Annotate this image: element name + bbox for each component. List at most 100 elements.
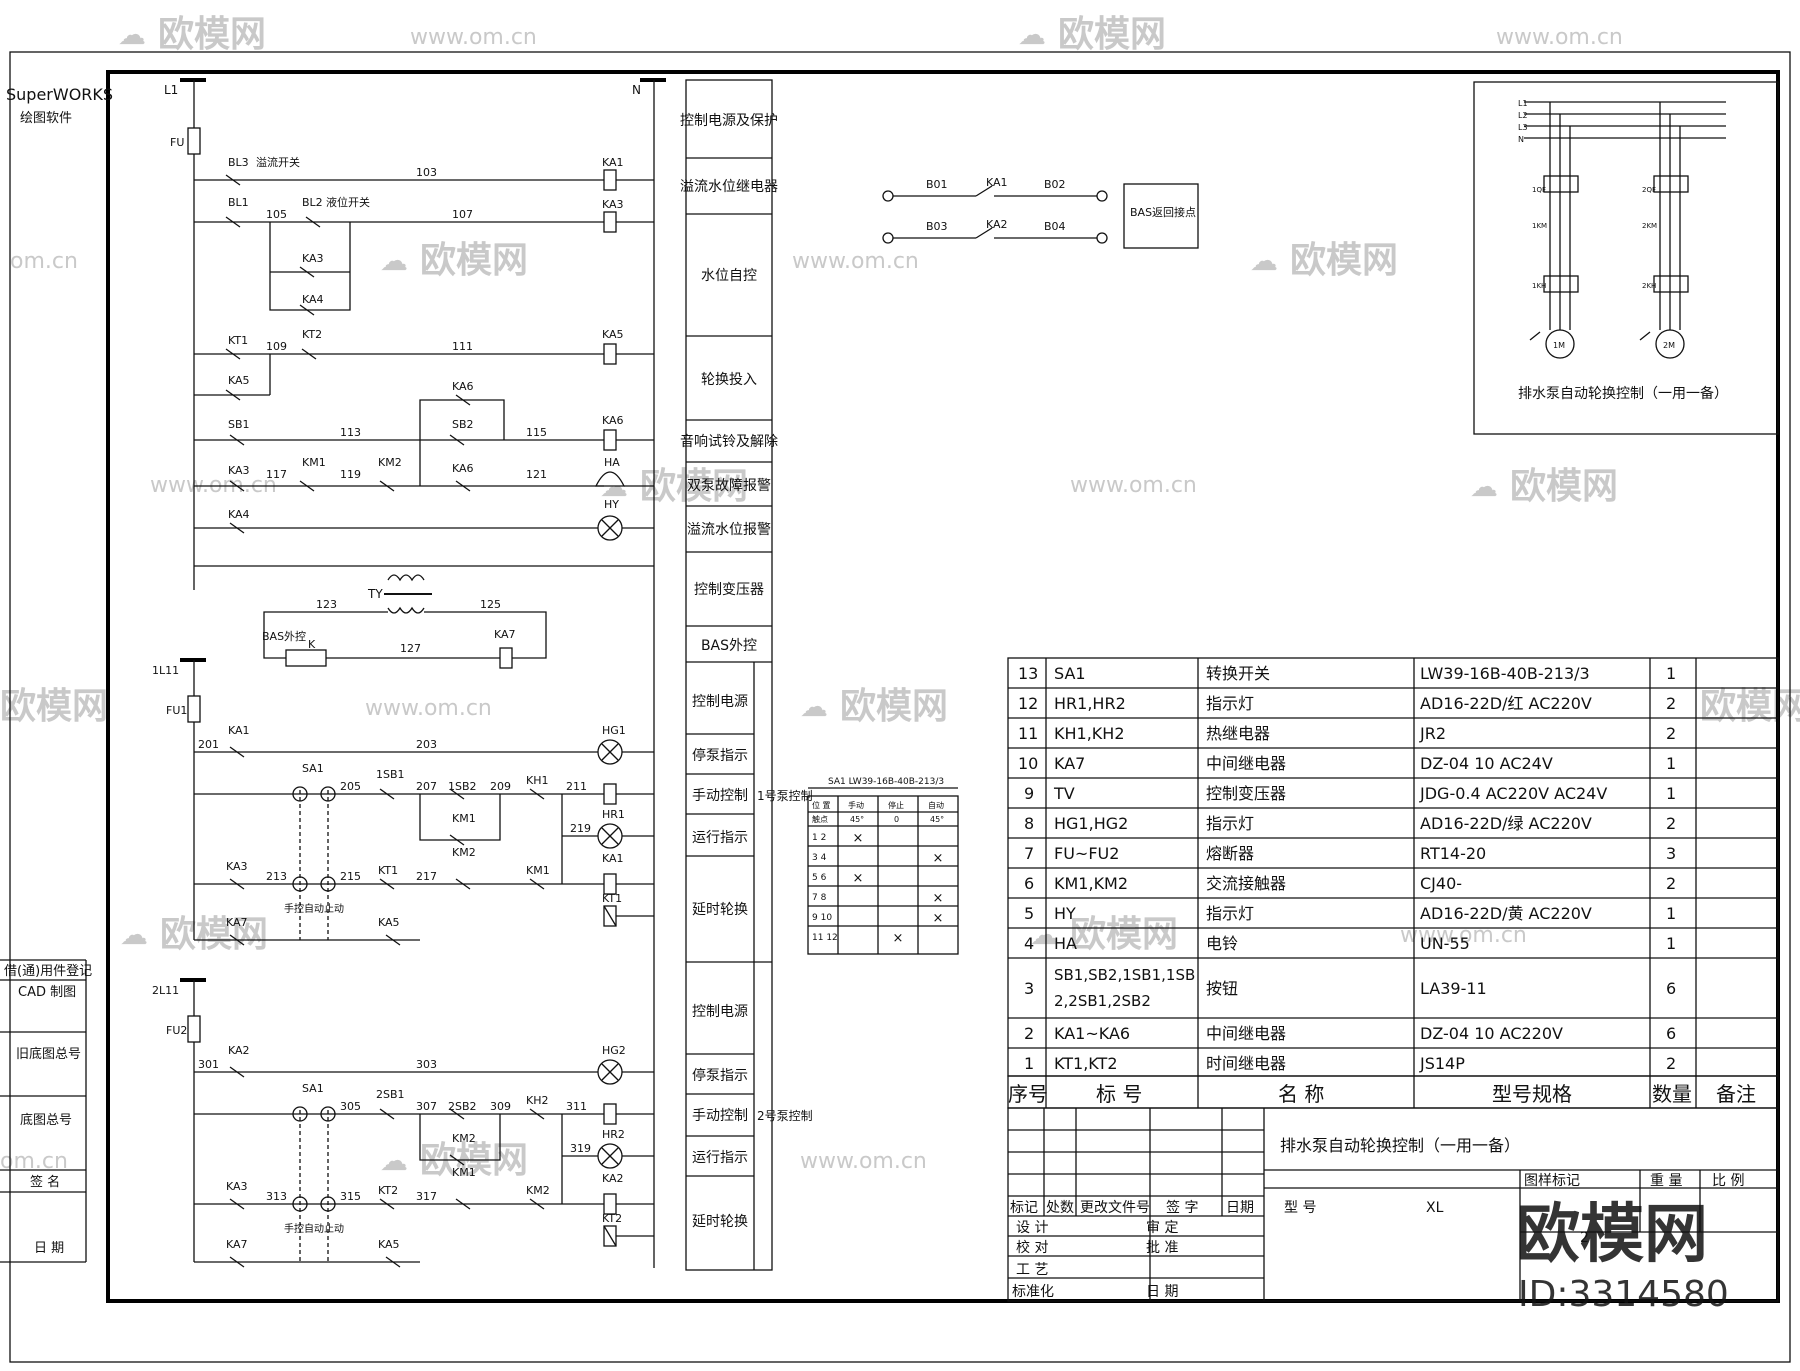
comp-kt2: KT2 [302,328,322,341]
comp-ka5-coil: KA5 [602,328,624,341]
wire-219: 219 [570,822,591,835]
sw-h1-pos: 位 置 [812,800,831,810]
bom-name: 中间继电器 [1206,1024,1286,1043]
p1-kh1: KH1 [526,774,548,787]
outer-border [9,51,1791,1363]
watermark-large: 欧模网 ID:3314580 [1516,1198,1729,1315]
sw-row-contact: 7 8 [812,893,827,903]
p2-hand-auto-note: 手控自动止动 [284,1222,344,1235]
drawing-title: 排水泵自动轮换控制（一用一备） [1280,1136,1520,1155]
bom-name: 熔断器 [1206,844,1254,863]
wire-303: 303 [416,1058,437,1071]
bom-model: JS14P [1419,1054,1465,1073]
p2-km2-aux: KM2 [452,1132,476,1145]
p1-km1: KM1 [526,864,550,877]
bom-qty: 2 [1666,694,1676,713]
p1-kt1-coil: KT1 [602,892,622,905]
p1-ka3: KA3 [226,860,248,873]
bom-no: 10 [1018,754,1038,773]
watermark-brand: 欧模网 [1070,914,1178,955]
bom-model: DZ-04 10 AC220V [1420,1024,1563,1043]
margin-field-5: 签 名 [30,1174,60,1190]
bom-model: AD16-22D/绿 AC220V [1420,814,1592,833]
bom-tag-line2: 2,2SB1,2SB2 [1054,992,1151,1010]
bas-contact-diagram: B01 B02 B03 B04 KA1 KA2 BAS返回接点 [882,176,1199,249]
watermark-brand: 欧模网 [1700,686,1800,727]
software-subtitle: 绘图软件 [20,111,72,126]
bom-name: 转换开关 [1206,664,1270,683]
mc-1kh: 1KH [1532,282,1546,290]
wire-213: 213 [266,870,287,883]
header-weight: 重 量 [1650,1173,1682,1189]
watermark-id: ID:3314580 [1518,1274,1729,1315]
sw-h1-manual: 手动 [848,800,864,810]
fuse-fu2-label: FU2 [166,1024,187,1037]
switch-table-title: SA1 LW39-16B-40B-213/3 [828,777,944,787]
function-column: 控制电源及保护 溢流水位继电器 水位自控 轮换投入 音响试铃及解除 双泵故障报警… [680,79,813,1271]
wire-301: 301 [198,1058,219,1071]
p1-hand-auto-note: 手控自动止动 [284,902,344,915]
watermark-brand: 欧模网 [640,466,748,507]
watermark-url: www.om.cn [365,696,492,721]
comp-ka3: KA3 [302,252,324,265]
approval-approve: 批 准 [1146,1240,1178,1256]
comp-ka7-coil: KA7 [494,628,516,641]
wire-215: 215 [340,870,361,883]
bom-table: 13 SA1 转换开关 LW39-16B-40B-213/3 1 12 HR1,… [1007,657,1779,1109]
svg-text:☁: ☁ [380,244,408,277]
comp-sb2: SB2 [452,418,474,431]
watermark-url: www.om.cn [792,249,919,274]
p1-km2: KM2 [452,846,476,859]
comp-ka6-coil: KA6 [602,414,624,427]
watermark-mid-2: www.om.cn ☁ 欧模网 www.om.cn ☁ 欧模网 [150,466,1618,507]
sw-h2-auto: 45° [930,815,944,824]
comp-ty: TY [367,587,383,601]
watermark-large-brand: 欧模网 [1516,1198,1708,1272]
margin-field-2: CAD 制图 [18,985,76,1000]
svg-text:☁: ☁ [1018,18,1046,51]
svg-text:☁: ☁ [1030,918,1058,951]
wire-205: 205 [340,780,361,793]
bom-header-qty: 数量 [1652,1082,1692,1106]
p1-1sb1: 1SB1 [376,768,405,781]
p1-sa1: SA1 [302,762,324,775]
wire-103: 103 [416,166,437,179]
bom-header-model: 型号规格 [1492,1082,1572,1106]
comp-ha: HA [604,456,620,469]
p2-ka2-coil: KA2 [602,1172,624,1185]
p1-km1-aux: KM1 [452,812,476,825]
bom-no: 13 [1018,664,1038,683]
bas-ka1: KA1 [986,176,1008,189]
sw-mark: × [893,931,904,946]
p2-ka7: KA7 [226,1238,248,1251]
watermark-url: www.om.cn [1070,473,1197,498]
watermark-top-center: ☁ 欧模网 www.om.cn [1018,14,1623,55]
bom-tag: HR1,HR2 [1054,694,1126,713]
approval-date: 日 期 [1146,1284,1178,1300]
fn-label-13: 运行指示 [692,830,748,846]
rev-header-sign: 签 字 [1166,1199,1198,1216]
sw-h2-contact: 触点 [812,814,828,824]
bom-tag-line1: SB1,SB2,1SB1,1SB [1054,966,1195,984]
p2-kt2: KT2 [378,1184,398,1197]
comp-hy: HY [604,498,619,511]
comp-bl1: BL1 [228,196,249,209]
bom-model: AD16-22D/红 AC220V [1420,694,1592,713]
fn-label-6: 双泵故障报警 [687,478,771,494]
bom-tag: KM1,KM2 [1054,874,1128,893]
fn-label-17: 手动控制 [692,1108,748,1124]
bom-qty: 1 [1666,664,1676,683]
bom-header-tag: 标 号 [1096,1082,1142,1106]
wire-317: 317 [416,1190,437,1203]
bom-qty: 6 [1666,979,1676,998]
role-process: 工 艺 [1016,1262,1048,1278]
sw-mark: × [933,891,944,906]
p1-hg1: HG1 [602,724,626,737]
mc-n: N [1518,135,1524,144]
watermark-mid-4: ☁ 欧模网 ☁ 欧模网 www.om.cn [120,914,1527,955]
software-title: SuperWORKS [6,85,113,104]
main-circuit-title: 排水泵自动轮换控制（一用一备） [1518,385,1728,402]
fn-label-5: 音响试铃及解除 [680,433,778,450]
p1-ka1: KA1 [228,724,250,737]
fn-label-19: 延时轮换 [692,1213,748,1230]
